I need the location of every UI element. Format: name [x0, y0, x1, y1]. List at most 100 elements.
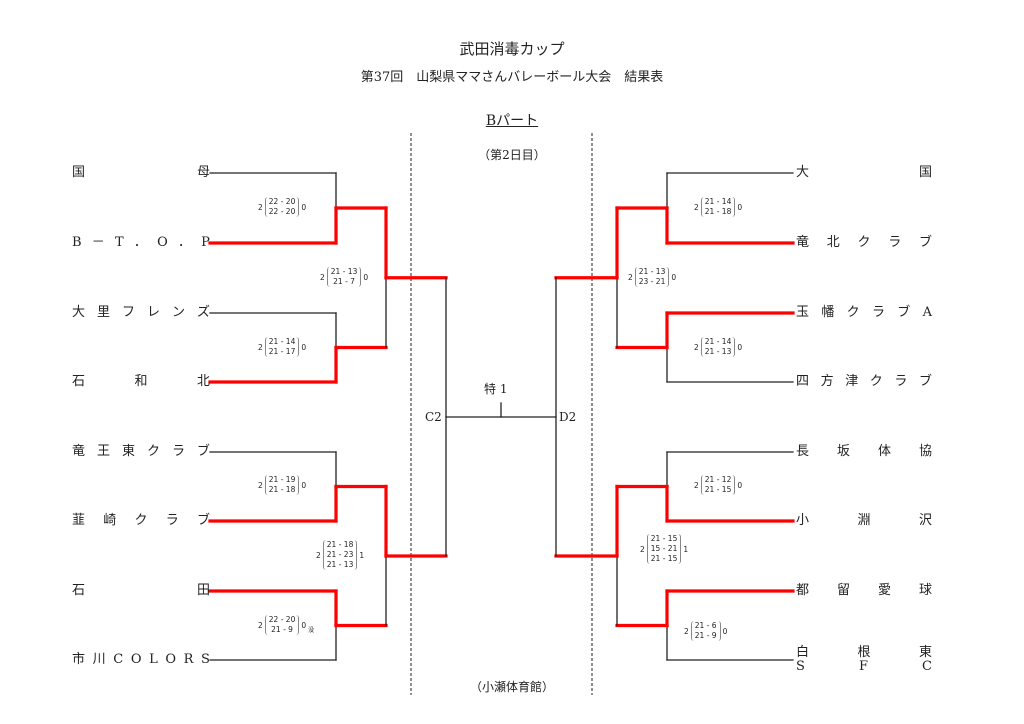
team-name-char: ズ: [196, 305, 210, 320]
sets-lost: 0: [737, 342, 743, 352]
team-name-char: ．: [177, 235, 191, 250]
team-name-char: 石: [72, 583, 86, 598]
team-name-char: L: [149, 652, 158, 667]
forfeit-note: 没: [308, 626, 315, 634]
left-team-name: 石田: [72, 583, 210, 599]
game-score: 21 - 12: [704, 475, 732, 484]
right-team-name: 長坂体協: [796, 444, 932, 460]
team-name-char: 竜: [72, 444, 86, 459]
team-name-char: 淵: [857, 513, 871, 528]
team-name-char: ク: [146, 444, 160, 459]
team-name-char: 田: [196, 583, 210, 598]
team-name-char: 北: [196, 374, 210, 389]
team-name-char: 留: [836, 583, 850, 598]
tournament-title: 武田消毒カップ: [459, 40, 565, 58]
team-name-char: ブ: [196, 513, 210, 528]
sets-won: 2: [694, 202, 699, 212]
team-name-char: 球: [918, 583, 932, 598]
team-name-char: 坂: [836, 444, 850, 459]
team-name-char: P: [201, 235, 210, 250]
team-name-char: レ: [146, 305, 160, 320]
game-score: 21 - 19: [268, 475, 296, 484]
game-score: 21 - 13: [330, 267, 358, 276]
team-name-char: F: [858, 659, 868, 674]
c2-label: C2: [425, 410, 442, 424]
game-score: 21 - 6: [694, 621, 717, 630]
team-name-char: O: [165, 652, 177, 667]
team-name-char: 母: [196, 165, 210, 180]
game-score: 22 - 20: [268, 197, 296, 206]
team-name-char: 和: [134, 374, 148, 389]
final-label: 特 1: [484, 382, 508, 396]
game-score: 22 - 20: [268, 615, 296, 624]
sets-won: 2: [316, 550, 321, 560]
right-team-name: 竜北クラブ: [796, 235, 932, 251]
left-team-name: 韮崎クラブ: [72, 513, 210, 529]
right-team-name: 都留愛球: [796, 583, 932, 599]
game-score: 21 - 14: [268, 337, 296, 346]
game-score: 21 - 23: [326, 550, 354, 559]
game-score: 21 - 15: [704, 485, 732, 494]
sets-won: 2: [628, 272, 633, 282]
game-score: 15 - 21: [650, 544, 678, 553]
team-name-char: ク: [846, 305, 860, 320]
team-name-char: 大: [72, 305, 86, 320]
team-name-char: 王: [96, 444, 110, 459]
team-name-char: 都: [796, 583, 810, 598]
sets-lost: 0: [363, 272, 369, 282]
team-name-char: O: [157, 235, 168, 250]
team-name-char: T: [114, 235, 124, 250]
team-name-char: 四: [796, 374, 810, 389]
sets-won: 2: [258, 620, 263, 630]
team-name-char: O: [130, 652, 142, 667]
right-team-name: 大国: [796, 165, 932, 181]
game-score: 21 - 15: [650, 534, 678, 543]
team-name-char: ブ: [897, 305, 911, 320]
team-name-char: C: [922, 659, 932, 674]
sets-won: 2: [684, 626, 689, 636]
venue-label: （小瀬体育館）: [469, 680, 554, 694]
day-label: （第2日目）: [478, 148, 546, 162]
team-name-char: ラ: [871, 305, 885, 320]
team-name-char: 市: [72, 652, 86, 667]
team-name-char: 東: [918, 645, 932, 660]
sets-lost: 0: [671, 272, 677, 282]
sets-lost: 0: [301, 480, 307, 490]
team-name-char: ブ: [918, 374, 932, 389]
sets-lost: 0: [301, 620, 307, 630]
team-name-char: 大: [796, 165, 810, 180]
game-score: 21 - 9: [694, 631, 717, 640]
sets-won: 2: [320, 272, 325, 282]
d2-label: D2: [559, 410, 577, 424]
part-label: Bパート: [485, 113, 539, 129]
team-name-char: 体: [877, 444, 891, 459]
left-team-name: 竜王東クラブ: [72, 444, 210, 460]
game-score: 21 - 17: [268, 347, 296, 356]
left-team-name: B－T．O．P: [72, 235, 210, 251]
team-name-char: 根: [857, 645, 871, 660]
team-name-char: 小: [796, 513, 810, 528]
game-score: 21 - 14: [704, 197, 732, 206]
team-name-char: －: [91, 235, 105, 250]
sets-lost: 1: [683, 544, 689, 554]
game-score: 21 - 15: [650, 554, 678, 563]
team-name-char: 東: [121, 444, 135, 459]
team-name-char: ラ: [888, 235, 902, 250]
team-name-char: ラ: [165, 513, 179, 528]
team-name-char: B: [72, 235, 82, 250]
team-name-char: 津: [845, 374, 859, 389]
